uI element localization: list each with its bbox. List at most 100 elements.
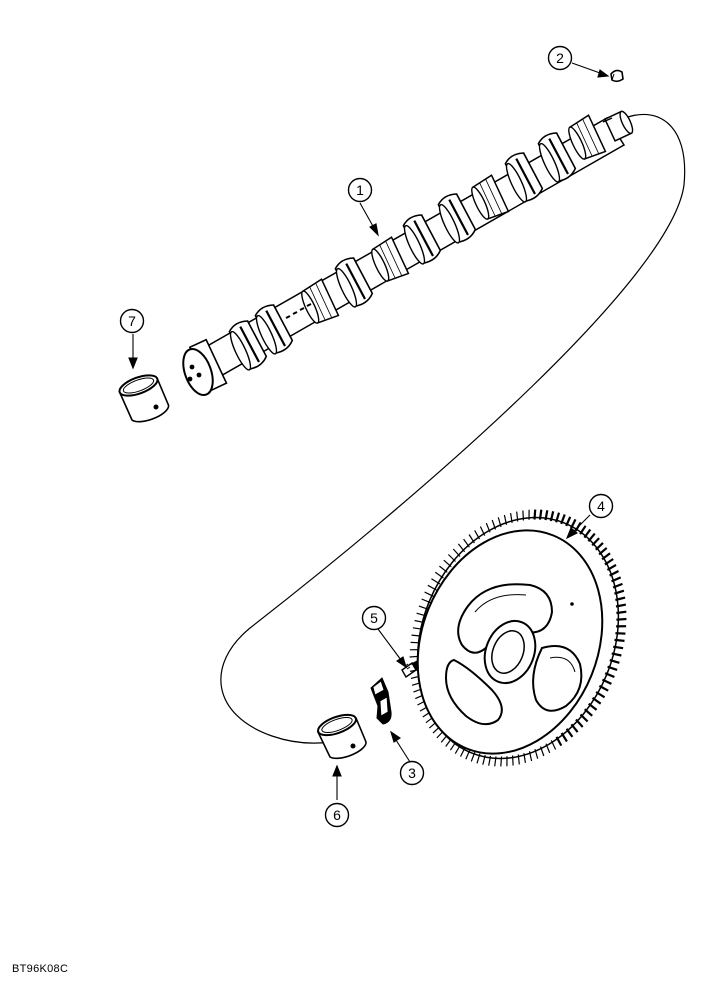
- gear-tooth: [604, 672, 615, 679]
- gear-tooth: [583, 528, 592, 539]
- gear-tooth: [565, 516, 572, 527]
- gear-tooth: [616, 610, 627, 615]
- gear-tooth: [570, 723, 579, 733]
- svg-text:5: 5: [370, 610, 378, 626]
- gear-tooth: [510, 513, 513, 523]
- gear-tooth: [503, 514, 508, 525]
- gear-tooth: [497, 517, 502, 528]
- gear-tooth: [421, 598, 432, 604]
- gear-tooth: [494, 756, 497, 767]
- svg-text:7: 7: [128, 313, 136, 329]
- gear-tooth: [500, 756, 503, 767]
- gear-tooth: [549, 511, 555, 522]
- gear-tooth: [601, 678, 612, 685]
- gear-tooth: [609, 659, 620, 664]
- callout-7: 7: [119, 308, 145, 334]
- gear-tooth: [607, 665, 618, 671]
- gear-tooth: [614, 589, 625, 595]
- gear-tooth: [463, 538, 470, 548]
- gear-tooth: [533, 509, 537, 520]
- gear-tooth: [457, 543, 466, 553]
- gear-tooth: [598, 684, 609, 692]
- gear-tooth: [613, 645, 624, 650]
- callout-2: 2: [547, 45, 573, 71]
- svg-text:2: 2: [556, 50, 564, 66]
- gear-tooth: [476, 753, 481, 764]
- gear-tooth: [470, 751, 476, 762]
- gear-tooth: [606, 563, 617, 571]
- svg-text:6: 6: [333, 807, 341, 823]
- gear-tooth: [604, 558, 614, 566]
- callout-1: 1: [347, 177, 373, 203]
- gear-tooth: [595, 691, 606, 699]
- gear-tooth: [522, 510, 524, 521]
- gear-tooth: [579, 525, 587, 535]
- gear-tooth: [601, 552, 611, 561]
- gear-tooth: [550, 740, 557, 750]
- figure-code: BT96K08C: [12, 963, 69, 975]
- gear-tooth: [616, 617, 627, 621]
- gear-tooth: [611, 652, 622, 657]
- gear-tooth: [591, 697, 602, 705]
- gear-tooth: [416, 612, 427, 617]
- thrust-plate: [370, 677, 392, 725]
- camshaft-gear: [409, 509, 627, 767]
- gear-tooth: [443, 559, 452, 568]
- svg-text:4: 4: [597, 498, 605, 514]
- gear-tooth: [609, 570, 620, 577]
- gear-tooth: [539, 746, 545, 757]
- key: [610, 69, 624, 83]
- gear-tooth: [447, 554, 456, 562]
- gear-tooth: [482, 754, 486, 765]
- gear-tooth: [488, 755, 492, 766]
- gear-tooth: [434, 571, 444, 579]
- callout-6: 6: [324, 802, 350, 828]
- front-bushing: [118, 374, 170, 423]
- gear-tooth: [560, 514, 566, 525]
- gear-tooth: [570, 518, 577, 529]
- gear-tooth: [479, 526, 486, 536]
- gear-tooth: [485, 522, 491, 533]
- gear-tooth: [424, 591, 434, 597]
- gear-tooth: [587, 532, 596, 543]
- gear-tooth: [544, 510, 549, 521]
- gear-tooth: [454, 744, 461, 754]
- gear-tooth: [555, 736, 563, 747]
- gear-tooth: [517, 754, 520, 765]
- leader-lines: [128, 62, 610, 800]
- rear-bushing: [316, 713, 367, 760]
- gear-tooth: [565, 728, 574, 738]
- gear-tooth: [465, 749, 471, 760]
- gear-tooth: [588, 702, 598, 711]
- gear-tooth: [414, 619, 425, 624]
- gear-tooth: [595, 542, 604, 551]
- gear-tooth: [431, 578, 441, 585]
- gear-tooth: [538, 509, 543, 520]
- camshaft: [182, 110, 634, 396]
- gear-tooth: [611, 576, 622, 583]
- gear-tooth: [427, 584, 437, 591]
- group-boundary-line: [220, 113, 686, 744]
- gear-tooth: [615, 596, 626, 602]
- gear-tooth: [512, 755, 514, 766]
- svg-text:1: 1: [356, 182, 364, 198]
- gear-tooth: [418, 605, 429, 610]
- callout-5: 5: [361, 605, 387, 631]
- gear-tooth: [583, 708, 593, 717]
- gear-tooth: [560, 732, 568, 743]
- gear-tooth: [575, 718, 584, 728]
- gear-tooth: [474, 530, 481, 540]
- gear-tooth: [459, 747, 466, 757]
- callout-3: 3: [399, 760, 425, 786]
- gear-tooth: [591, 537, 600, 547]
- gear-tooth: [516, 511, 519, 522]
- gear-tooth: [468, 534, 475, 544]
- gear-tooth: [555, 512, 561, 523]
- gear-tooth: [523, 753, 526, 763]
- gear-tooth: [452, 548, 461, 557]
- gear-tooth: [612, 582, 623, 589]
- gear-tooth: [615, 603, 627, 608]
- gear-tooth: [579, 713, 589, 723]
